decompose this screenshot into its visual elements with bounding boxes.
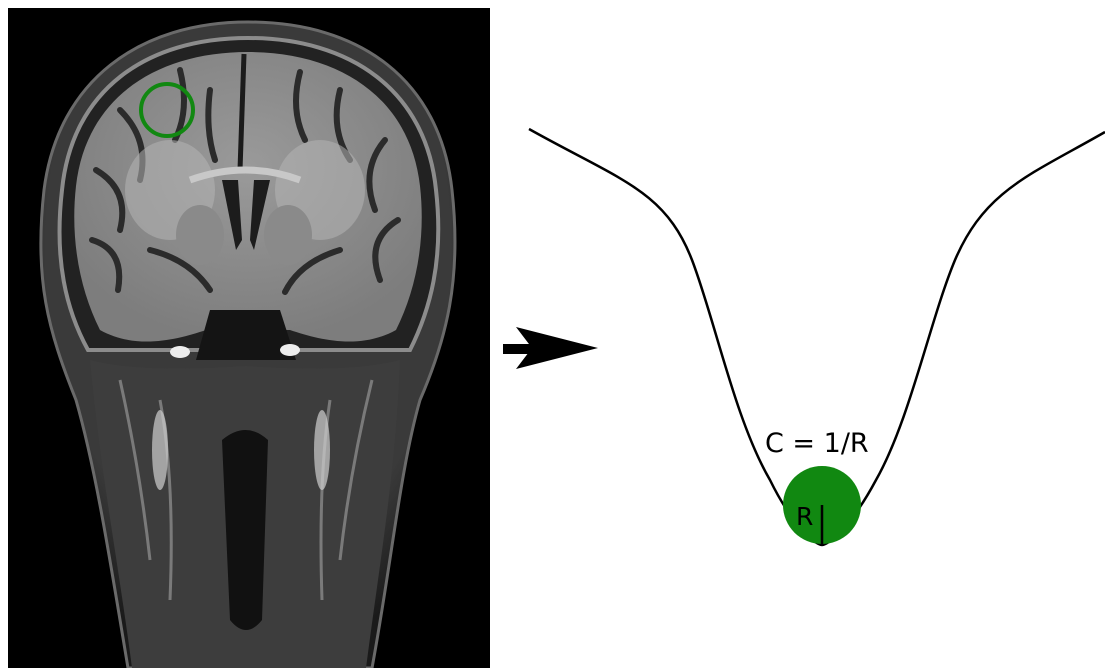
basal-ganglia-left — [176, 205, 224, 265]
vessel-left — [170, 346, 190, 358]
curvature-formula: C = 1/R — [765, 428, 869, 459]
right-arrow-icon — [503, 327, 598, 369]
vessel-right — [280, 344, 300, 356]
curvature-diagram: R C = 1/R — [529, 129, 1105, 545]
basal-ganglia-right — [264, 205, 312, 265]
mri-coronal-slice — [8, 8, 490, 668]
radius-label: R — [796, 502, 813, 531]
